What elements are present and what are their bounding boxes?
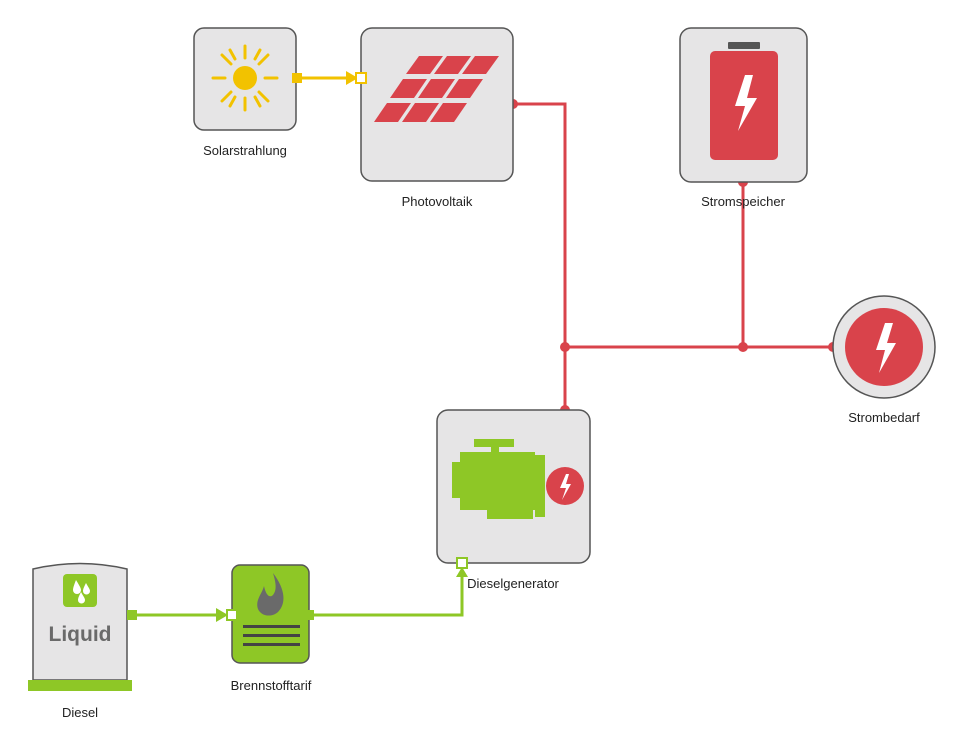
demand-node[interactable]: Strombedarf — [832, 295, 936, 425]
lightning-icon — [845, 308, 923, 386]
tariff-label: Brennstofftarif — [231, 678, 312, 693]
tariff-input-port[interactable] — [226, 609, 238, 621]
generator-input-port[interactable] — [456, 557, 468, 569]
connection-solar-to-pv[interactable] — [298, 71, 358, 85]
tariff-output-port[interactable] — [304, 610, 314, 620]
tariff-node[interactable]: Brennstofftarif — [226, 564, 314, 693]
generator-node[interactable]: Dieselgenerator — [436, 409, 591, 591]
demand-label: Strombedarf — [848, 410, 920, 425]
diesel-output-port[interactable] — [127, 610, 137, 620]
solar-label: Solarstrahlung — [203, 143, 287, 158]
pv-label: Photovoltaik — [402, 194, 473, 209]
flame-icon — [257, 573, 284, 616]
droplets-icon — [63, 574, 97, 607]
diesel-tank-text: Liquid — [49, 623, 112, 646]
sun-icon — [211, 44, 279, 112]
solar-output-port[interactable] — [292, 73, 302, 83]
diesel-label: Diesel — [62, 705, 98, 720]
engine-icon — [452, 439, 545, 519]
battery-icon — [710, 42, 778, 160]
solar-panel-icon — [374, 56, 499, 122]
generator-output-lightning-icon — [546, 467, 584, 505]
storage-node[interactable]: Stromspeicher — [679, 27, 808, 209]
pv-node[interactable]: Photovoltaik — [355, 27, 514, 209]
pv-input-port[interactable] — [355, 72, 367, 84]
storage-label: Stromspeicher — [701, 194, 785, 209]
tariff-lines — [243, 625, 300, 646]
connection-diesel-to-tariff[interactable] — [133, 608, 228, 622]
diesel-node[interactable]: Liquid Diesel — [28, 562, 137, 721]
solar-node[interactable]: Solarstrahlung — [193, 27, 302, 158]
generator-label: Dieselgenerator — [467, 576, 559, 591]
